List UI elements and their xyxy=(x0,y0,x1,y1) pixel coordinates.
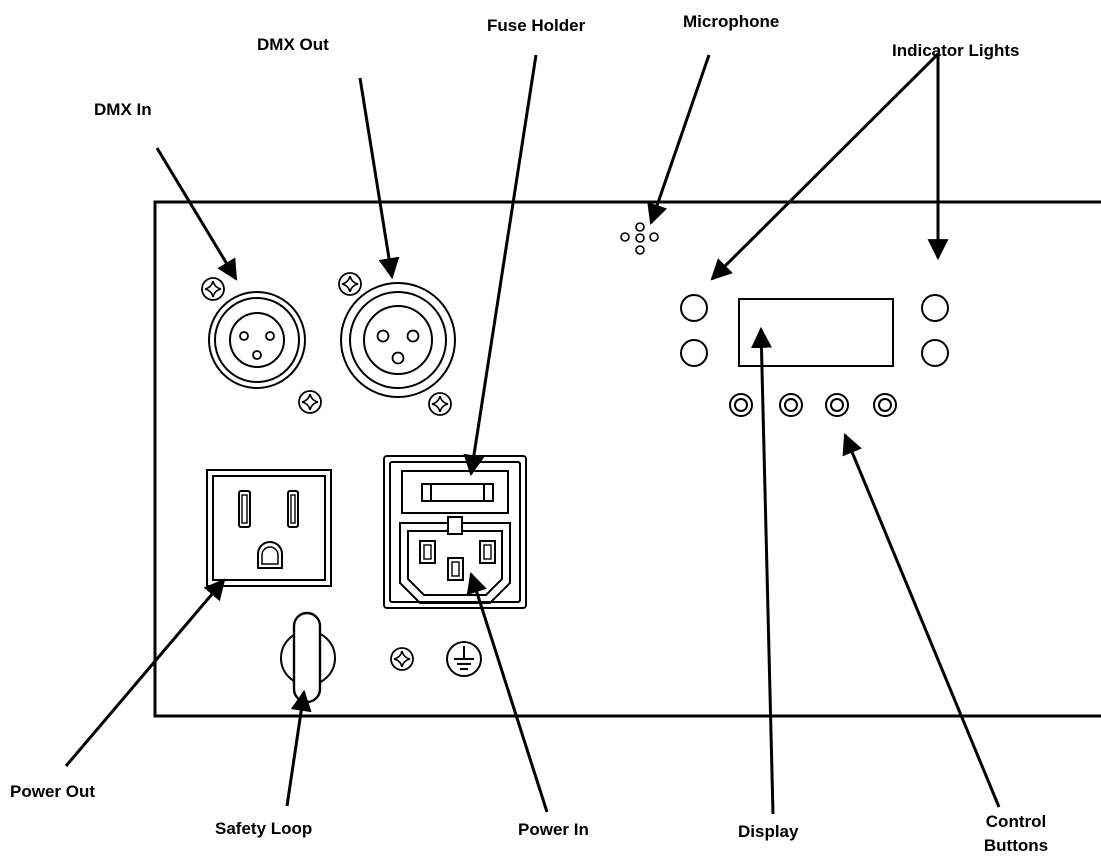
label-power-out: Power Out xyxy=(10,782,96,801)
screw-icon xyxy=(390,647,414,671)
power-out-outlet xyxy=(206,469,332,587)
arrow-dmx-in xyxy=(155,147,238,281)
panel-outline xyxy=(153,200,1101,718)
label-dmx-out: DMX Out xyxy=(257,35,329,54)
arrow-microphone xyxy=(647,54,711,225)
arrow-fuse-holder xyxy=(463,54,538,477)
label-indicator-lights: Indicator Lights xyxy=(892,41,1020,60)
microphone-holes xyxy=(620,222,659,255)
fuse-holder xyxy=(401,470,509,514)
dmx-in-connector xyxy=(201,277,322,414)
arrow-dmx-out xyxy=(358,77,400,280)
power-in-module xyxy=(383,455,527,609)
arrow-control-buttons xyxy=(842,433,1001,808)
indicator-lights xyxy=(680,294,949,367)
label-display: Display xyxy=(738,822,799,841)
label-fuse-holder: Fuse Holder xyxy=(487,16,586,35)
screw-icon xyxy=(428,392,452,416)
display-window xyxy=(738,298,894,367)
fuse-icon xyxy=(421,483,494,502)
label-control-buttons-line2: Buttons xyxy=(983,836,1049,855)
label-microphone: Microphone xyxy=(683,12,780,31)
label-power-in: Power In xyxy=(518,820,589,839)
arrow-power-in xyxy=(466,571,549,813)
screw-icon xyxy=(338,272,362,296)
arrow-power-out xyxy=(64,578,226,767)
label-control-buttons-line1: Control xyxy=(985,812,1047,831)
label-dmx-in: DMX In xyxy=(94,100,152,119)
screw-icon xyxy=(298,390,322,414)
arrow-indicator-left xyxy=(710,52,940,281)
arrow-display xyxy=(750,326,775,815)
ground-icon xyxy=(446,641,482,677)
label-safety-loop: Safety Loop xyxy=(215,819,313,838)
label-control-buttons: Control Buttons xyxy=(984,810,1048,858)
dmx-out-connector xyxy=(338,272,456,416)
control-buttons xyxy=(729,393,897,417)
arrow-safety-loop xyxy=(285,689,312,807)
safety-loop xyxy=(280,611,336,704)
screw-icon xyxy=(201,277,225,301)
